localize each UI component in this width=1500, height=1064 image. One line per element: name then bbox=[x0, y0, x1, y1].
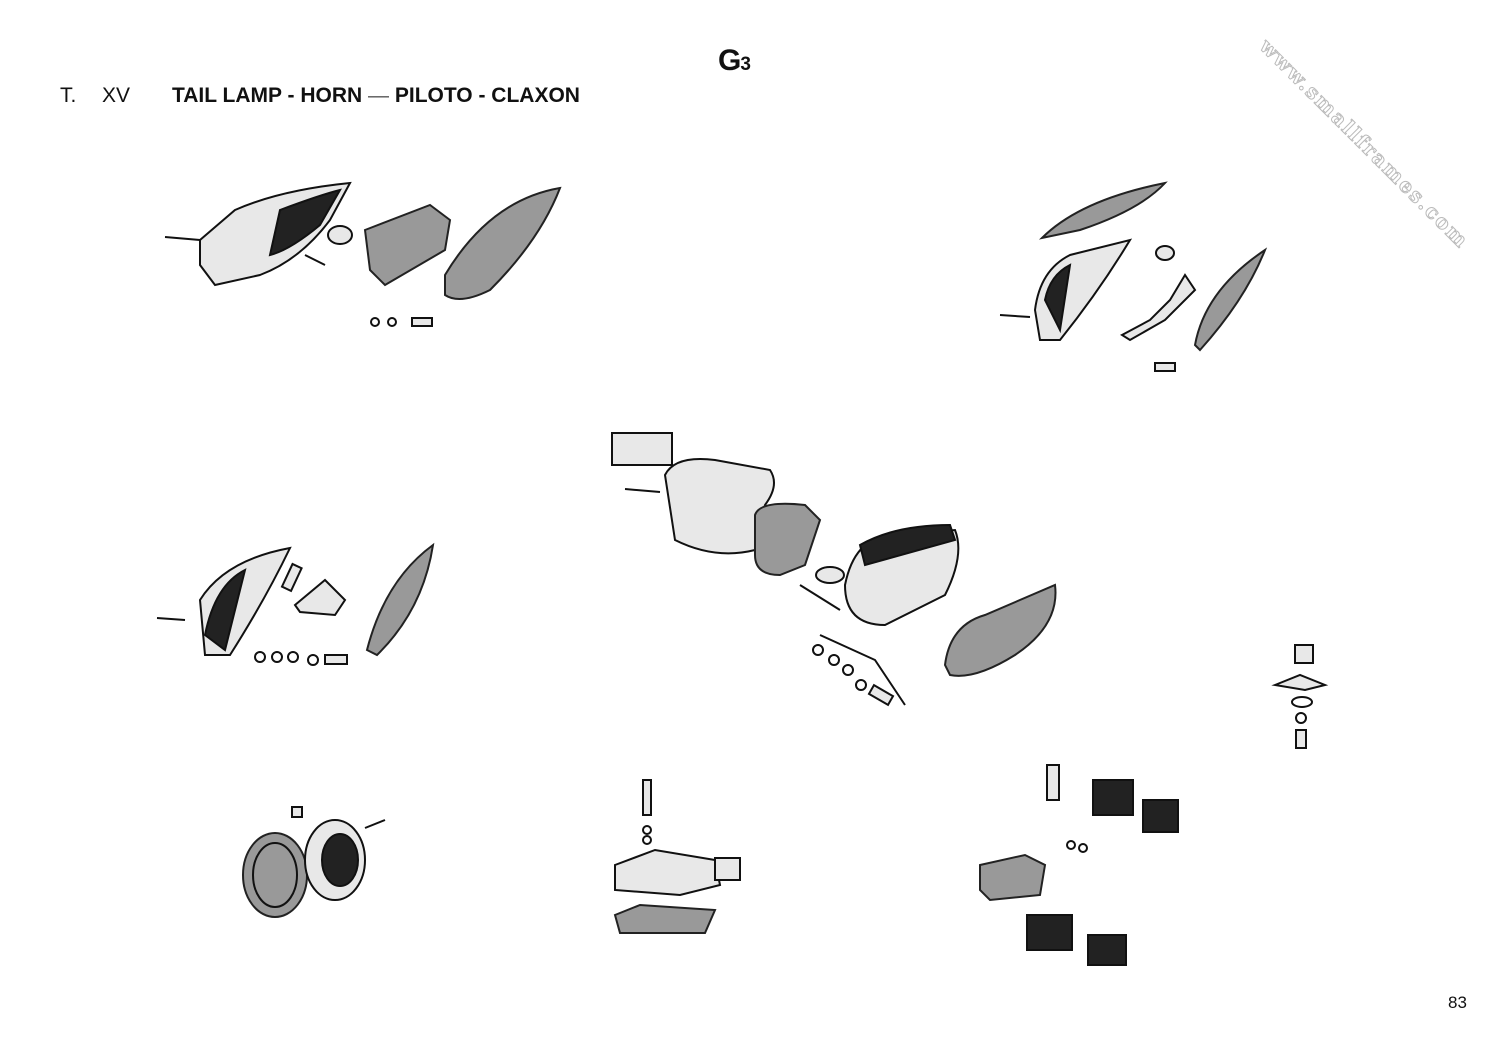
title-english: TAIL LAMP - HORN bbox=[172, 84, 363, 107]
watermark: www.smallframes.com bbox=[1254, 33, 1475, 254]
tail-lamp-assembly-2-drawing bbox=[999, 181, 1268, 372]
sheet-code-letter: G bbox=[718, 44, 741, 77]
horn-drawing bbox=[242, 806, 386, 918]
tail-lamp-assembly-1-drawing bbox=[164, 181, 562, 327]
small-parts-drawing bbox=[1271, 644, 1329, 749]
title-spanish: PILOTO - CLAXON bbox=[394, 84, 580, 107]
page-title: TAIL LAMP - HORN — PILOTO - CLAXON bbox=[172, 84, 580, 108]
connectors-drawing bbox=[979, 764, 1179, 966]
tail-lamp-assembly-3-drawing bbox=[156, 542, 435, 666]
sheet-code-number: 3 bbox=[740, 54, 751, 75]
page-number: 83 bbox=[1448, 993, 1467, 1012]
table-number: XV bbox=[102, 84, 131, 107]
sheet-code: G3 bbox=[718, 44, 751, 78]
tail-lamp-assembly-main-drawing bbox=[611, 432, 1057, 707]
table-label: T. bbox=[60, 84, 77, 107]
title-dash: — bbox=[368, 84, 390, 107]
stop-switch-drawing bbox=[613, 779, 741, 934]
